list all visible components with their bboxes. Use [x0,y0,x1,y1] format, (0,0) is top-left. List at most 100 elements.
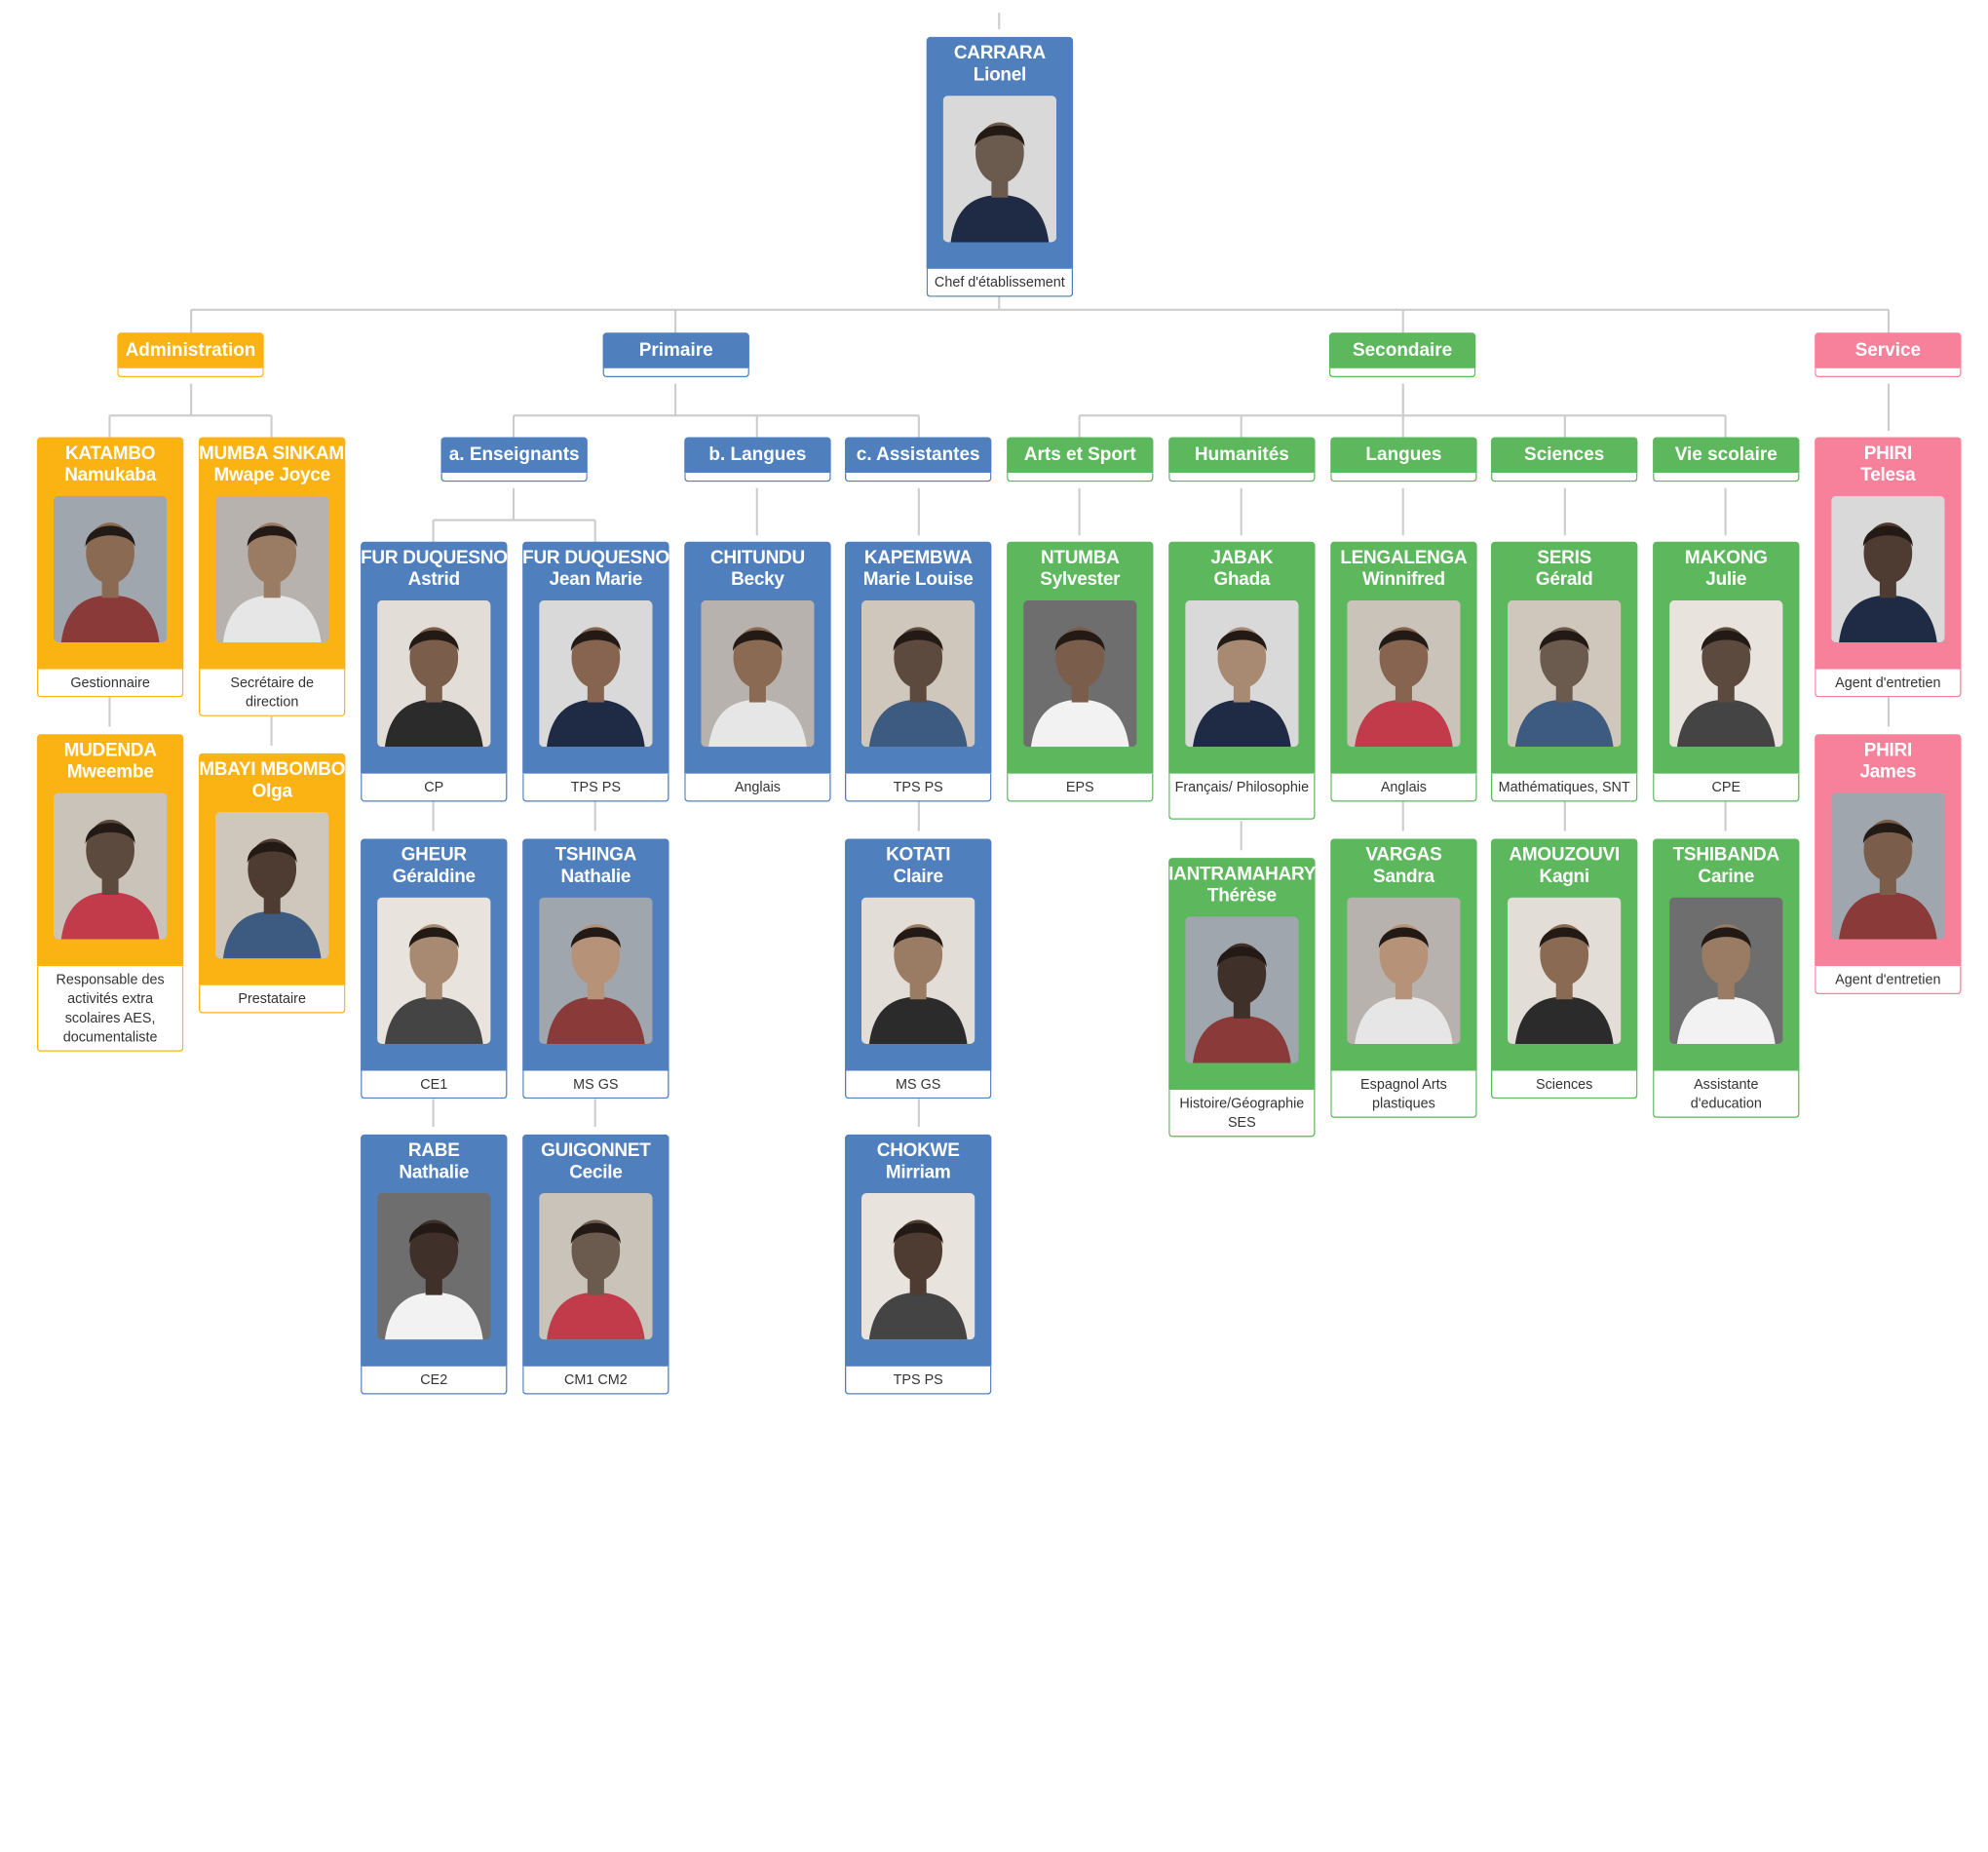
portrait-image [377,1192,491,1340]
person-role: CE2 [361,1366,508,1395]
group-vie-scolaire[interactable]: Vie scolaire [1653,437,1800,486]
person-photo [1507,897,1622,1044]
header-label: Administration [117,332,264,368]
group-arts-sport[interactable]: Arts et Sport [1007,437,1154,486]
person-photo [214,811,329,959]
header-label: Secondaire [1328,332,1476,368]
dept-administration[interactable]: Administration [117,332,264,381]
person-photo [539,897,653,1044]
portrait-image [1023,599,1137,748]
person-role: CPE [1653,773,1800,802]
header-label: c. Assistantes [844,437,992,474]
surname: KATAMBO [64,444,156,464]
given-name: Nathalie [399,1162,470,1183]
group-humanites[interactable]: Humanités [1168,437,1316,486]
person-role: MS GS [844,1070,992,1100]
person-photo [377,599,491,748]
group-langues-secondaire[interactable]: Langues [1330,437,1477,486]
person-role: Agent d'entretien [1815,669,1962,698]
portrait-image [53,495,168,643]
surname: FUR DUQUESNOY [522,548,669,569]
portrait-image [1669,599,1783,748]
header-label: Humanités [1168,437,1316,474]
given-name: Thérèse [1206,885,1277,907]
header-underline [1007,473,1154,482]
header-underline [602,367,749,378]
group-langues-primaire[interactable]: b. Langues [684,437,831,486]
person-role: Sciences [1490,1070,1638,1100]
surname: TSHINGA [554,844,637,866]
person-photo [53,495,168,643]
connector-lines [108,13,1891,1127]
given-name: Kagni [1539,867,1590,888]
person-role: Histoire/Géographie SES [1168,1090,1316,1138]
person-role: Gestionnaire [36,669,184,698]
header-underline [1490,473,1638,482]
given-name: Géraldine [392,867,476,888]
group-assistantes[interactable]: c. Assistantes [844,437,992,486]
given-name: Olga [251,781,292,802]
given-name: Namukaba [64,465,157,486]
group-enseignants[interactable]: a. Enseignants [440,437,588,486]
dept-primaire[interactable]: Primaire [602,332,749,381]
header-underline [117,367,264,378]
person-photo [1831,495,1945,643]
header-label: Sciences [1490,437,1638,474]
portrait-image [377,897,491,1044]
header-label: Primaire [602,332,749,368]
given-name: Astrid [407,569,460,591]
dept-service[interactable]: Service [1815,332,1962,381]
portrait-image [1669,897,1783,1044]
dept-secondaire[interactable]: Secondaire [1328,332,1476,381]
person-photo [1669,897,1783,1044]
surname: TSHIBANDA [1672,844,1780,866]
group-sciences[interactable]: Sciences [1490,437,1638,486]
person-role: Anglais [684,773,831,802]
header-underline [1815,367,1962,378]
